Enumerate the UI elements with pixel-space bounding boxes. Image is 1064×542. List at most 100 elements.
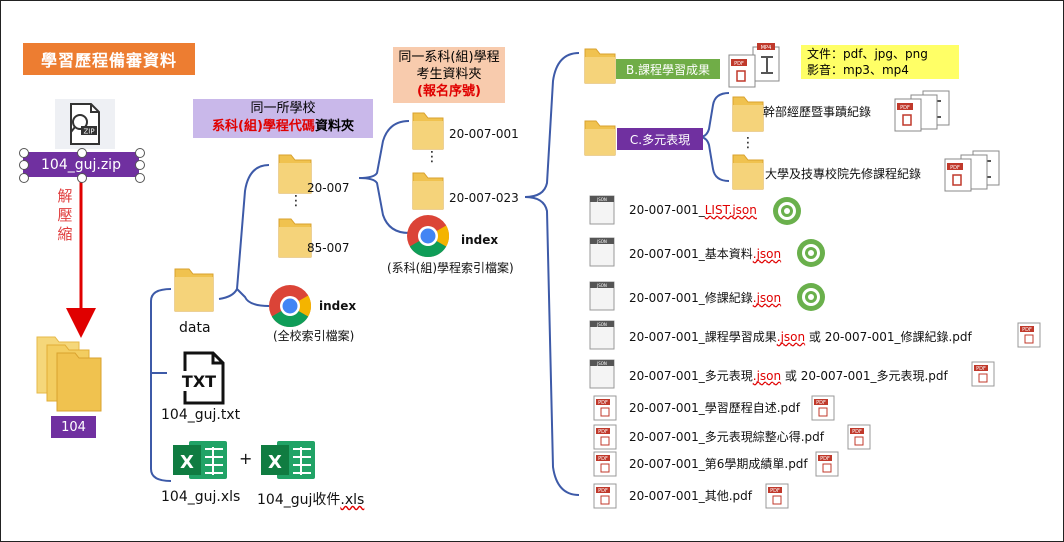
media-files-icon: MP4 PDF [728, 43, 780, 88]
zip-file-icon[interactable]: ZIP [55, 99, 115, 149]
svg-text:ZIP: ZIP [83, 128, 94, 136]
root-folder-label: 104 [51, 416, 96, 438]
doc-files-icon: PDF [944, 150, 1000, 192]
svg-text:JSON: JSON [596, 283, 607, 288]
zip-file-icon-graphic: ZIP [70, 103, 100, 145]
folder-icon [278, 154, 312, 194]
pdf-file-icon: PDF [1017, 322, 1041, 348]
txt-filename: 104_guj.txt [161, 407, 241, 423]
svg-text:JSON: JSON [596, 361, 607, 366]
chrome-icon[interactable] [405, 213, 451, 259]
page-title: 學習歷程備審資料 [23, 43, 195, 75]
json-file-prefix: 20-007-001_基本資料 [629, 247, 753, 261]
media-format-docs: 文件：pdf、jpg、png [807, 47, 928, 61]
json-file-ext: LIST.json [704, 203, 757, 217]
svg-text:PDF: PDF [900, 105, 910, 111]
chrome-icon[interactable] [267, 283, 313, 329]
school-box-folder-text: 資料夾 [314, 119, 354, 134]
json-file-name[interactable]: 20-007-001_基本資料.json [629, 245, 781, 262]
json-file-prefix: 20-007-001_ [629, 203, 705, 217]
plus-sign: + [239, 449, 253, 468]
selection-handle[interactable] [135, 160, 145, 170]
dept-box: 同一系科(組)學程 考生資料夾 (報名序號) [393, 47, 505, 103]
selection-handle[interactable] [135, 173, 145, 183]
excel-icon: X [173, 441, 227, 479]
pdf-file-name[interactable]: 20-007-001_其他.pdf [629, 489, 753, 503]
unzip-label: 解壓縮 [57, 187, 73, 243]
school-box-line1: 同一所學校 [250, 101, 316, 116]
pdf-file-icon: PDF [593, 424, 617, 450]
folder-icon [278, 218, 312, 258]
json-file-prefix: 20-007-001_課程學習成果 [629, 330, 777, 344]
brace-performance [700, 92, 730, 138]
dept-index-name: index [461, 233, 499, 247]
performance-sub-folder-1: 幹部經歷暨事蹟紀錄 [763, 105, 872, 119]
svg-text:JSON: JSON [596, 197, 607, 202]
xls-received-base: 104_guj收件 [257, 492, 341, 508]
svg-text:PDF: PDF [1022, 327, 1032, 333]
svg-text:PDF: PDF [820, 456, 830, 462]
selection-handle[interactable] [77, 173, 87, 183]
performance-dots: ⋮ [741, 135, 755, 151]
brace-student [524, 52, 580, 198]
performance-label: C.多元表現 [617, 128, 703, 150]
selection-handle[interactable] [19, 160, 29, 170]
json-file-ext: .json [752, 291, 782, 305]
pdf-file-icon: PDF [593, 395, 617, 421]
selection-handle[interactable] [19, 148, 29, 158]
json-viewer-icon [773, 197, 801, 225]
dept-folder-first: 20-007-001 [449, 127, 519, 141]
json-file-name[interactable]: 20-007-001_多元表現.json 或 20-007-001_多元表現.p… [629, 367, 948, 384]
school-box-code-text: 系科(組)學程代碼 [212, 119, 315, 134]
brace-104 [150, 288, 172, 482]
pdf-file-icon: PDF [593, 451, 617, 477]
school-index-caption: (全校索引檔案) [273, 329, 355, 343]
svg-text:X: X [180, 452, 194, 473]
dept-box-line2: 考生資料夾 [416, 67, 482, 82]
json-file-name[interactable]: 20-007-001_LIST.json [629, 203, 757, 217]
xls-received-filename: 104_guj收件.xls [257, 489, 364, 509]
json-file-icon: JSON [589, 281, 615, 311]
json-file-name[interactable]: 20-007-001_修課紀錄.json [629, 289, 781, 306]
json-file-alt: 或 20-007-001_多元表現.pdf [781, 369, 948, 383]
data-folder-label: data [179, 320, 211, 336]
json-viewer-icon [797, 283, 825, 311]
pdf-file-icon: PDF [847, 424, 871, 450]
json-file-prefix: 20-007-001_修課紀錄 [629, 291, 753, 305]
pdf-file-name[interactable]: 20-007-001_多元表現綜整心得.pdf [629, 430, 825, 444]
brace-data-upper [218, 164, 270, 300]
dept-folder-last: 20-007-023 [449, 191, 519, 205]
school-index-name: index [319, 299, 357, 313]
folder-icon [732, 96, 764, 132]
selection-handle[interactable] [77, 148, 87, 158]
svg-text:PDF: PDF [816, 400, 826, 406]
svg-text:MP4: MP4 [761, 45, 772, 51]
school-folder-first: 20-007 [307, 181, 350, 195]
dept-box-line1: 同一系科(組)學程 [398, 50, 500, 65]
excel-icon: X [261, 441, 315, 479]
media-format-note: 文件：pdf、jpg、png 影音：mp3、mp4 [801, 45, 959, 79]
pdf-file-name[interactable]: 20-007-001_第6學期成績單.pdf [629, 457, 808, 471]
xls-received-ext: .xls [340, 492, 365, 508]
media-format-av: 影音：mp3、mp4 [807, 63, 909, 77]
dept-folder-dots: ⋮ [425, 149, 439, 165]
json-file-ext: .json [752, 369, 782, 383]
json-file-ext: .json [776, 330, 806, 344]
json-file-name[interactable]: 20-007-001_課程學習成果.json 或 20-007-001_修課紀錄… [629, 328, 972, 345]
json-viewer-icon [797, 239, 825, 267]
svg-text:PDF: PDF [852, 429, 862, 435]
doc-files-icon: PDF [894, 90, 950, 132]
pdf-file-name[interactable]: 20-007-001_學習歷程自述.pdf [629, 401, 801, 415]
svg-text:PDF: PDF [950, 165, 960, 171]
xls-filename: 104_guj.xls [161, 489, 241, 505]
performance-sub-folder-2: 大學及技專校院先修課程紀錄 [765, 167, 922, 181]
json-file-prefix: 20-007-001_多元表現 [629, 369, 753, 383]
selection-handle[interactable] [135, 148, 145, 158]
svg-text:PDF: PDF [598, 429, 608, 435]
selection-handle[interactable] [19, 173, 29, 183]
svg-text:PDF: PDF [598, 456, 608, 462]
school-box: 同一所學校 系科(組)學程代碼資料夾 [193, 99, 373, 138]
school-folder-last: 85-007 [307, 241, 350, 255]
dept-box-line3: (報名序號) [417, 84, 481, 99]
